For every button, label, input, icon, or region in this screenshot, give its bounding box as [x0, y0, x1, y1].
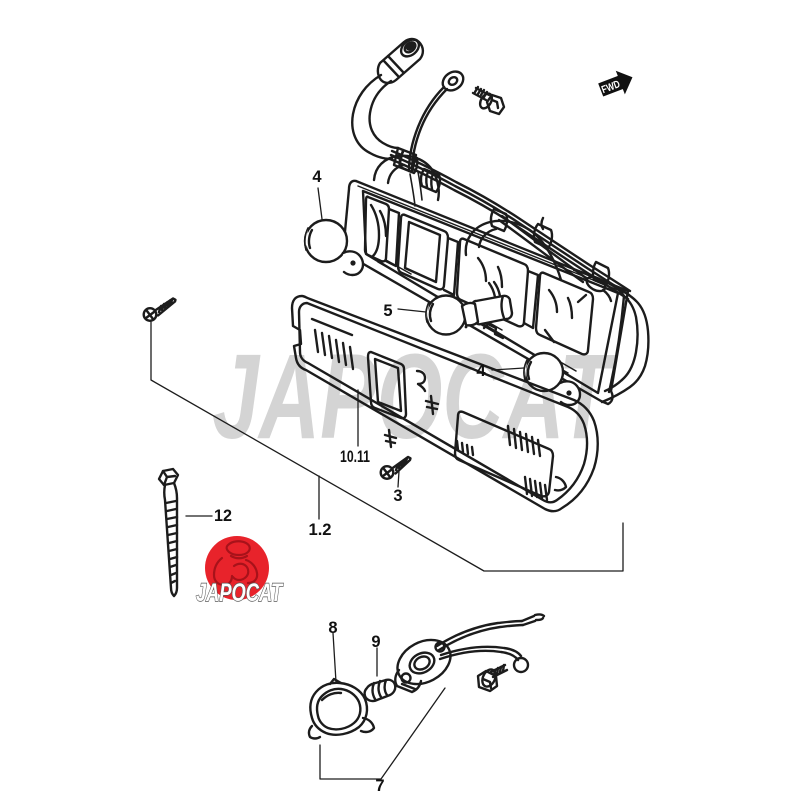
- svg-text:12: 12: [214, 507, 232, 525]
- svg-text:JAPOCAT: JAPOCAT: [212, 328, 616, 464]
- svg-text:7: 7: [375, 777, 384, 795]
- svg-text:10.11: 10.11: [340, 448, 370, 466]
- svg-text:1.2: 1.2: [309, 521, 332, 539]
- svg-text:4: 4: [312, 168, 322, 186]
- svg-text:3: 3: [393, 487, 402, 505]
- svg-text:JAPOCAT: JAPOCAT: [196, 579, 284, 607]
- svg-text:4: 4: [476, 362, 486, 380]
- svg-text:9: 9: [371, 633, 380, 651]
- svg-text:5: 5: [383, 302, 392, 320]
- svg-text:8: 8: [328, 619, 337, 637]
